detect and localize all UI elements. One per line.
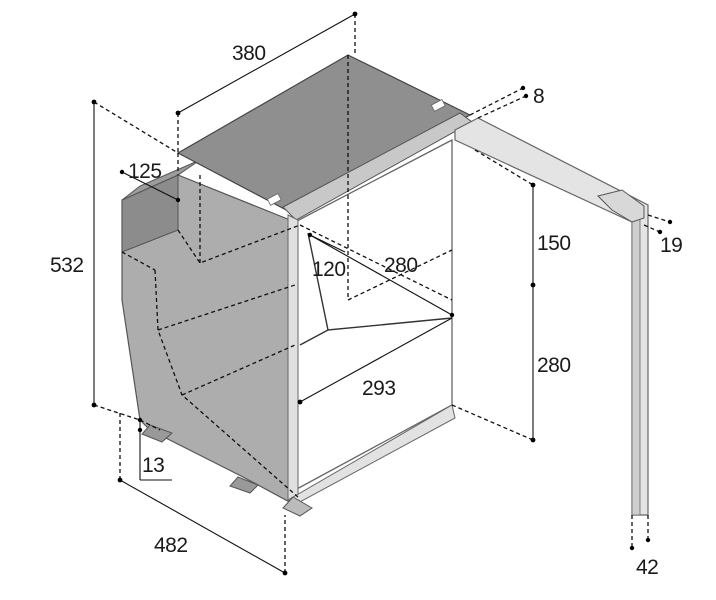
front-frame-left (287, 214, 299, 504)
label-293: 293 (362, 377, 396, 400)
dim-8-line (469, 87, 524, 116)
door-handle-icon (597, 189, 645, 223)
dim-125-line (121, 171, 179, 201)
dimension-labels: 380 8 125 532 120 280 150 280 293 19 13 … (50, 42, 683, 579)
top-tab-left (266, 192, 282, 206)
door-inner-edge (631, 217, 641, 516)
dim-293-line (299, 317, 453, 403)
label-19: 19 (660, 234, 682, 257)
door (454, 117, 649, 516)
cabinet-body (121, 54, 473, 517)
label-280-right: 280 (537, 354, 571, 377)
interior-floor-edge (299, 329, 329, 346)
top-tab-right (430, 98, 446, 112)
label-125: 125 (128, 160, 162, 183)
label-42: 42 (636, 556, 658, 579)
label-482: 482 (154, 534, 188, 557)
hidden-edges (121, 55, 453, 498)
label-13: 13 (142, 454, 164, 477)
cabinet-side-panel (121, 174, 296, 507)
dim-380-line (177, 13, 356, 114)
dim-482-line (119, 479, 286, 574)
door-panel (454, 117, 649, 516)
foot-left (141, 424, 173, 443)
label-120: 120 (312, 258, 346, 281)
label-150: 150 (537, 232, 571, 255)
foot-front (282, 496, 313, 517)
dimension-lines (91, 11, 673, 576)
label-532: 532 (50, 254, 84, 277)
foot-mid (229, 476, 259, 494)
dim-280-top-line (309, 234, 453, 316)
label-8: 8 (533, 85, 544, 108)
label-380: 380 (232, 42, 266, 65)
dim-19-line (647, 214, 671, 223)
label-280-top: 280 (384, 254, 418, 277)
